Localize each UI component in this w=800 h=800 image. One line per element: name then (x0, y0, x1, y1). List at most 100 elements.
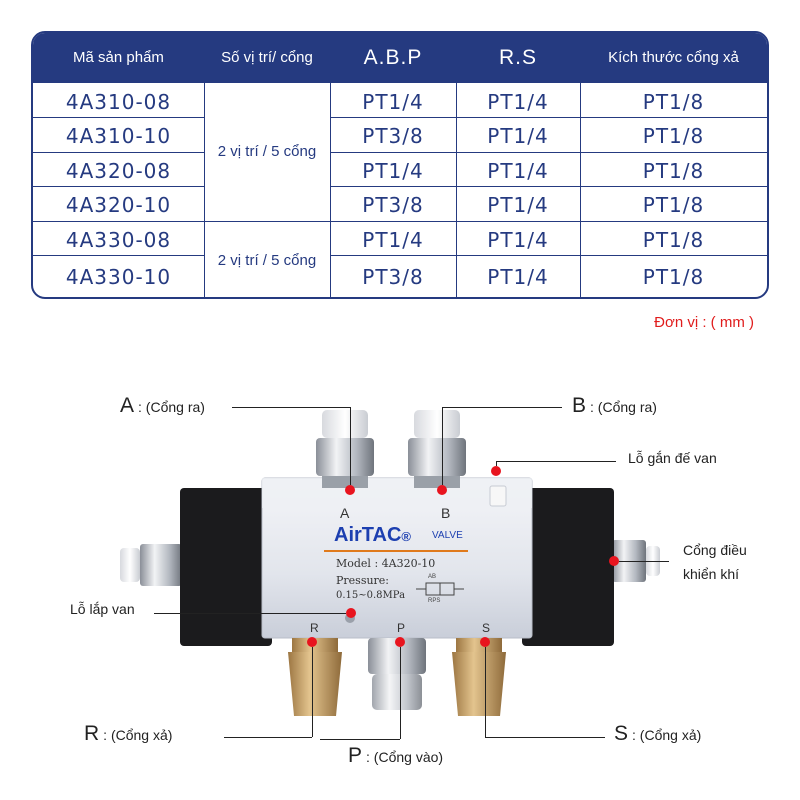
left-coil (180, 488, 272, 646)
cell-rs: PT1/4 (487, 193, 549, 217)
header-model: Mã sản phẩm (73, 49, 164, 66)
left-control-fitting (120, 544, 182, 586)
leader-r (224, 737, 312, 738)
cell-exhaust: PT1/8 (642, 193, 705, 217)
symbol-top: AB (428, 574, 437, 580)
divider (330, 117, 767, 118)
port-a-fitting (316, 410, 374, 488)
port-letter-p: P (397, 621, 406, 635)
leader-r (312, 647, 313, 737)
mount-hole (489, 485, 507, 507)
model-line: Model : 4A320-10 (336, 557, 436, 570)
leader-mount (496, 461, 497, 466)
leader-a (232, 407, 350, 408)
divider (330, 83, 331, 297)
label-r: R: (Cổng xả) (84, 722, 173, 745)
unit-note: Đơn vị : ( mm ) (654, 314, 754, 331)
marker-install (346, 608, 356, 618)
divider (580, 83, 581, 297)
divider (330, 152, 767, 153)
divider (456, 83, 457, 297)
leader-s (485, 647, 486, 737)
leader-b (442, 407, 443, 485)
divider (330, 255, 767, 256)
cell-rs: PT1/4 (487, 159, 549, 183)
cell-rs: PT1/4 (487, 90, 549, 114)
header-exhaust: Kích thước cổng xả (608, 49, 739, 66)
cell-exhaust: PT1/8 (642, 228, 705, 252)
divider (33, 255, 204, 256)
muffler-s (452, 638, 506, 716)
marker-mount (491, 466, 501, 476)
label-install: Lỗ lắp van (70, 601, 135, 617)
cell-model: 4A310-10 (65, 124, 172, 148)
marker-r (307, 637, 317, 647)
divider (33, 186, 204, 187)
valve-word: VALVE (432, 530, 463, 541)
port-letter-a: A (340, 505, 350, 521)
divider (33, 117, 204, 118)
muffler-r (288, 638, 342, 716)
leader-a (350, 407, 351, 485)
leader-p (320, 739, 400, 740)
cell-abp: PT1/4 (362, 90, 424, 114)
cell-exhaust: PT1/8 (642, 265, 705, 289)
cell-abp: PT3/8 (362, 265, 424, 289)
label-mount: Lỗ gắn đế van (628, 450, 717, 466)
header-abp: A.B.P (363, 46, 423, 69)
cell-rs: PT1/4 (487, 265, 549, 289)
cell-exhaust: PT1/8 (642, 159, 705, 183)
brand-logo: AirTAC® (334, 524, 411, 546)
leader-p (400, 647, 401, 739)
port-letter-s: S (482, 621, 491, 635)
port-b-fitting (408, 410, 466, 488)
spec-table: Mã sản phẩm Số vị trí/ cổng A.B.P R.S Kí… (31, 31, 769, 299)
cell-rs: PT1/4 (487, 228, 549, 252)
cell-model: 4A320-08 (65, 159, 172, 183)
cell-abp: PT1/4 (362, 228, 424, 252)
cell-positions-group-2: 2 vị trí / 5 cổng (217, 252, 317, 269)
table-header: Mã sản phẩm Số vị trí/ cổng A.B.P R.S Kí… (33, 33, 767, 83)
marker-control (609, 556, 619, 566)
leader-s (485, 737, 605, 738)
pressure-value: 0.15~0.8MPa (336, 590, 406, 601)
valve-symbol-icon (416, 582, 464, 596)
cell-model: 4A310-08 (65, 90, 172, 114)
cell-abp: PT1/4 (362, 159, 424, 183)
cell-positions-group-1: 2 vị trí / 5 cổng (217, 143, 317, 160)
label-control-2: khiển khí (683, 566, 740, 582)
marker-b (437, 485, 447, 495)
header-rs: R.S (498, 46, 537, 69)
port-p-fitting (368, 638, 426, 710)
cell-exhaust: PT1/8 (642, 90, 705, 114)
leader-control (619, 561, 669, 562)
marker-p (395, 637, 405, 647)
header-positions: Số vị trí/ cổng (221, 49, 313, 66)
label-p: P: (Cổng vào) (348, 744, 444, 767)
divider (33, 221, 767, 222)
leader-install (154, 613, 346, 614)
port-letter-r: R (310, 621, 319, 635)
divider (330, 186, 767, 187)
port-letter-b: B (441, 505, 451, 521)
cell-model: 4A330-08 (65, 228, 172, 252)
cell-model: 4A330-10 (65, 265, 172, 289)
divider (33, 152, 204, 153)
cell-rs: PT1/4 (487, 124, 549, 148)
label-s: S: (Cổng xả) (614, 722, 702, 745)
cell-model: 4A320-10 (65, 193, 172, 217)
leader-mount (496, 461, 616, 462)
pressure-label: Pressure: (336, 574, 390, 587)
label-control-1: Cổng điều (683, 542, 747, 558)
cell-abp: PT3/8 (362, 193, 424, 217)
cell-abp: PT3/8 (362, 124, 424, 148)
marker-a (345, 485, 355, 495)
marker-s (480, 637, 490, 647)
cell-exhaust: PT1/8 (642, 124, 705, 148)
symbol-bottom: RPS (428, 598, 441, 604)
right-coil (522, 488, 614, 646)
divider (204, 83, 205, 297)
label-b: B: (Cổng ra) (572, 394, 657, 417)
label-a: A: (Cổng ra) (120, 394, 205, 417)
